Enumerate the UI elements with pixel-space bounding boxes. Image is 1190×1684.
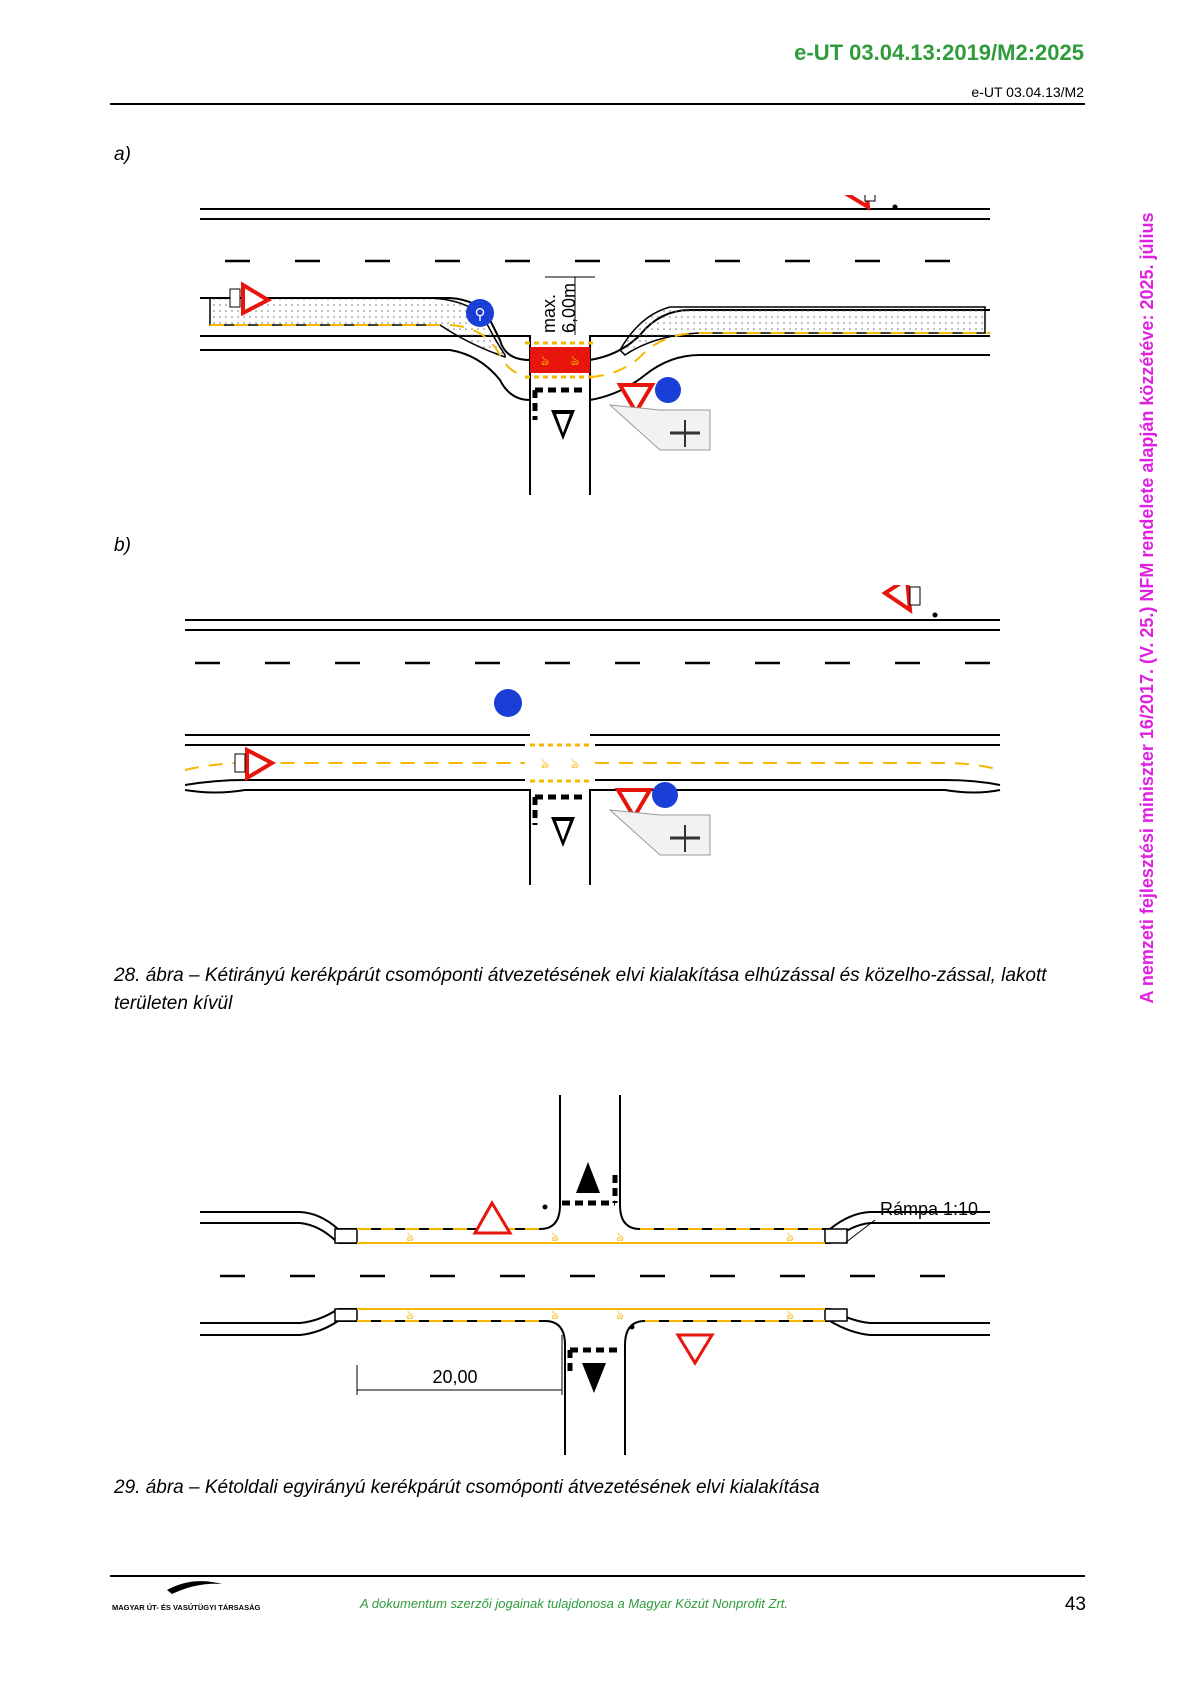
yield-triangle-marking-29-top — [576, 1162, 600, 1193]
stop-line-dashes-b — [532, 794, 585, 825]
footer-divider — [110, 1575, 1085, 1577]
publication-side-note: A nemzeti fejlesztési miniszter 16/2017.… — [1137, 212, 1157, 1004]
document-code: e-UT 03.04.13:2019/M2:2025 — [794, 40, 1084, 65]
blue-bike-sign-right-icon — [655, 377, 681, 403]
figure-28-caption: 28. ábra – Kétirányú kerékpárút csomópon… — [114, 965, 1047, 1014]
company-logo: MAGYAR ÚT- ÉS VASÚTÜGYI TÁRSASÁG — [112, 1581, 261, 1612]
svg-text:ঌ: ঌ — [571, 755, 579, 771]
stop-line-dashes — [532, 387, 585, 420]
yield-triangle-marking-29-bottom — [582, 1363, 606, 1393]
yield-triangle-inner-b — [556, 821, 570, 840]
supplementary-plate-icon — [608, 404, 711, 451]
dimension-max-6m — [545, 276, 595, 335]
yield-triangle-inner — [556, 414, 570, 433]
main-road — [200, 208, 990, 495]
figure-29-caption: 29. ábra – Kétoldali egyirányú kerékpárú… — [114, 1477, 820, 1498]
supplementary-plate-b-icon — [608, 809, 711, 856]
bike-lane-center-line — [210, 324, 990, 378]
svg-text:MAGYAR ÚT- ÉS VASÚTÜGYI TÁRSAS: MAGYAR ÚT- ÉS VASÚTÜGYI TÁRSASÁG — [112, 1603, 261, 1612]
warning-sign-top-icon — [844, 195, 898, 211]
svg-text:ঌ: ঌ — [571, 352, 579, 368]
blue-bike-sign-b-left-icon — [494, 689, 522, 717]
blue-bike-sign-left-icon: ⚲ — [466, 299, 494, 327]
svg-text:ঌ: ঌ — [406, 1229, 414, 1244]
red-bike-crossing — [530, 347, 590, 373]
header-divider — [110, 103, 1085, 105]
crossing-edge-dashes — [525, 341, 595, 379]
svg-text:⚲: ⚲ — [475, 306, 486, 323]
yield-sign-29-bottom-icon — [629, 1324, 715, 1366]
crossing-edge-dashes-b — [530, 743, 590, 783]
svg-text:ঌ: ঌ — [786, 1307, 794, 1322]
ramp-leader-line — [844, 1219, 876, 1244]
svg-text:ঌ: ঌ — [406, 1307, 414, 1322]
svg-text:ঌ: ঌ — [541, 352, 549, 368]
warning-sign-b-left-icon — [234, 746, 277, 782]
blue-bike-sign-b-right-icon — [652, 782, 678, 808]
main-road-b — [185, 619, 1001, 885]
svg-text:ঌ: ঌ — [541, 755, 549, 771]
stop-line-dashes-29 — [562, 1175, 620, 1375]
yield-sign-29-top-icon — [472, 1200, 548, 1235]
dimension-label: max. 6,00m — [539, 283, 579, 333]
document-subcode: e-UT 03.04.13/M2 — [971, 84, 1084, 100]
page-number: 43 — [1064, 1594, 1086, 1615]
yield-sign-icon — [616, 383, 656, 416]
island-right — [619, 306, 986, 356]
island-left — [209, 297, 506, 359]
svg-text:ঌ: ঌ — [616, 1229, 624, 1244]
ramp-boxes — [334, 1228, 848, 1322]
yield-sign-b-icon — [614, 788, 654, 821]
copyright-note: A dokumentum szerzői jogainak tulajdonos… — [360, 1596, 789, 1611]
svg-text:ঌ: ঌ — [616, 1307, 624, 1322]
bike-lane-center-line-b — [185, 762, 1001, 771]
bike-symbols-29: ঌ ঌ ঌ ঌ ঌ ঌ ঌ ঌ — [406, 1229, 794, 1322]
figure-29-intersection-diagram: ঌ ঌ ঌ ঌ ঌ ঌ ঌ ঌ 20,00 Rámpa 1:10 — [200, 1095, 990, 1455]
svg-text:ঌ: ঌ — [551, 1229, 559, 1244]
warning-sign-b-top-icon — [881, 585, 938, 618]
bike-lane-lines-29 — [357, 1228, 825, 1322]
svg-text:ঌ: ঌ — [786, 1229, 794, 1244]
warning-sign-left-icon — [229, 281, 273, 317]
panel-a-label: a) — [114, 144, 131, 165]
svg-text:ঌ: ঌ — [551, 1307, 559, 1322]
distance-dimension — [356, 1335, 563, 1395]
cycle-path-b — [185, 744, 1001, 786]
ramp-label: Rámpa 1:10 — [880, 1199, 978, 1219]
panel-b-label: b) — [114, 535, 131, 556]
distance-label: 20,00 — [432, 1367, 477, 1387]
